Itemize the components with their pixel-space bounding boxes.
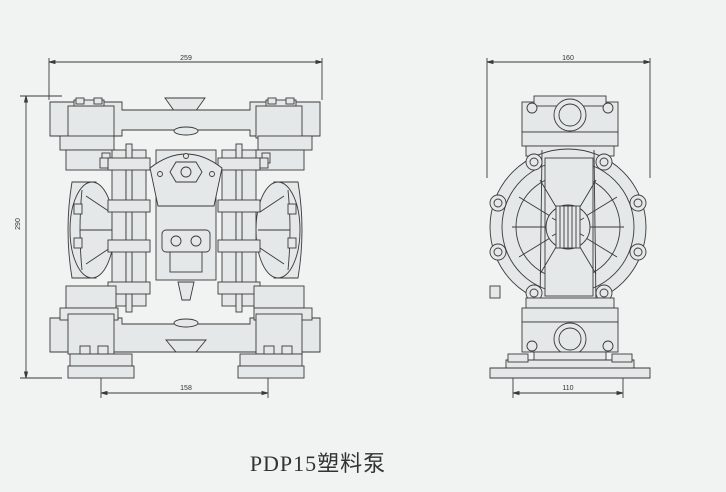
side-base-label: 110 [562,385,573,392]
side-main-body [489,148,647,307]
side-width-label: 160 [562,55,574,62]
dimension-front-width: 259 [48,55,323,100]
dimension-side-base: 110 [512,378,624,398]
side-base-plate [489,353,651,379]
side-top-port [521,95,619,157]
side-view: 160 110 [486,55,651,398]
front-height-label: 290 [15,218,22,230]
side-bottom-port [521,297,619,363]
drawing-title: PDP15塑料泵 [249,451,387,476]
front-left-chamber [67,181,115,279]
front-bottom-manifold [49,285,321,379]
front-right-chamber [255,181,303,279]
dimension-side-width: 160 [486,55,651,178]
side-body-bolts [489,153,647,302]
front-right-bolts [217,143,269,313]
front-base-label: 158 [180,385,192,392]
front-width-label: 259 [180,55,192,62]
dimension-front-height: 290 [15,95,62,379]
front-view: 259 290 158 [15,55,323,398]
front-center-valve [149,149,223,301]
dimension-front-base: 158 [100,376,269,398]
